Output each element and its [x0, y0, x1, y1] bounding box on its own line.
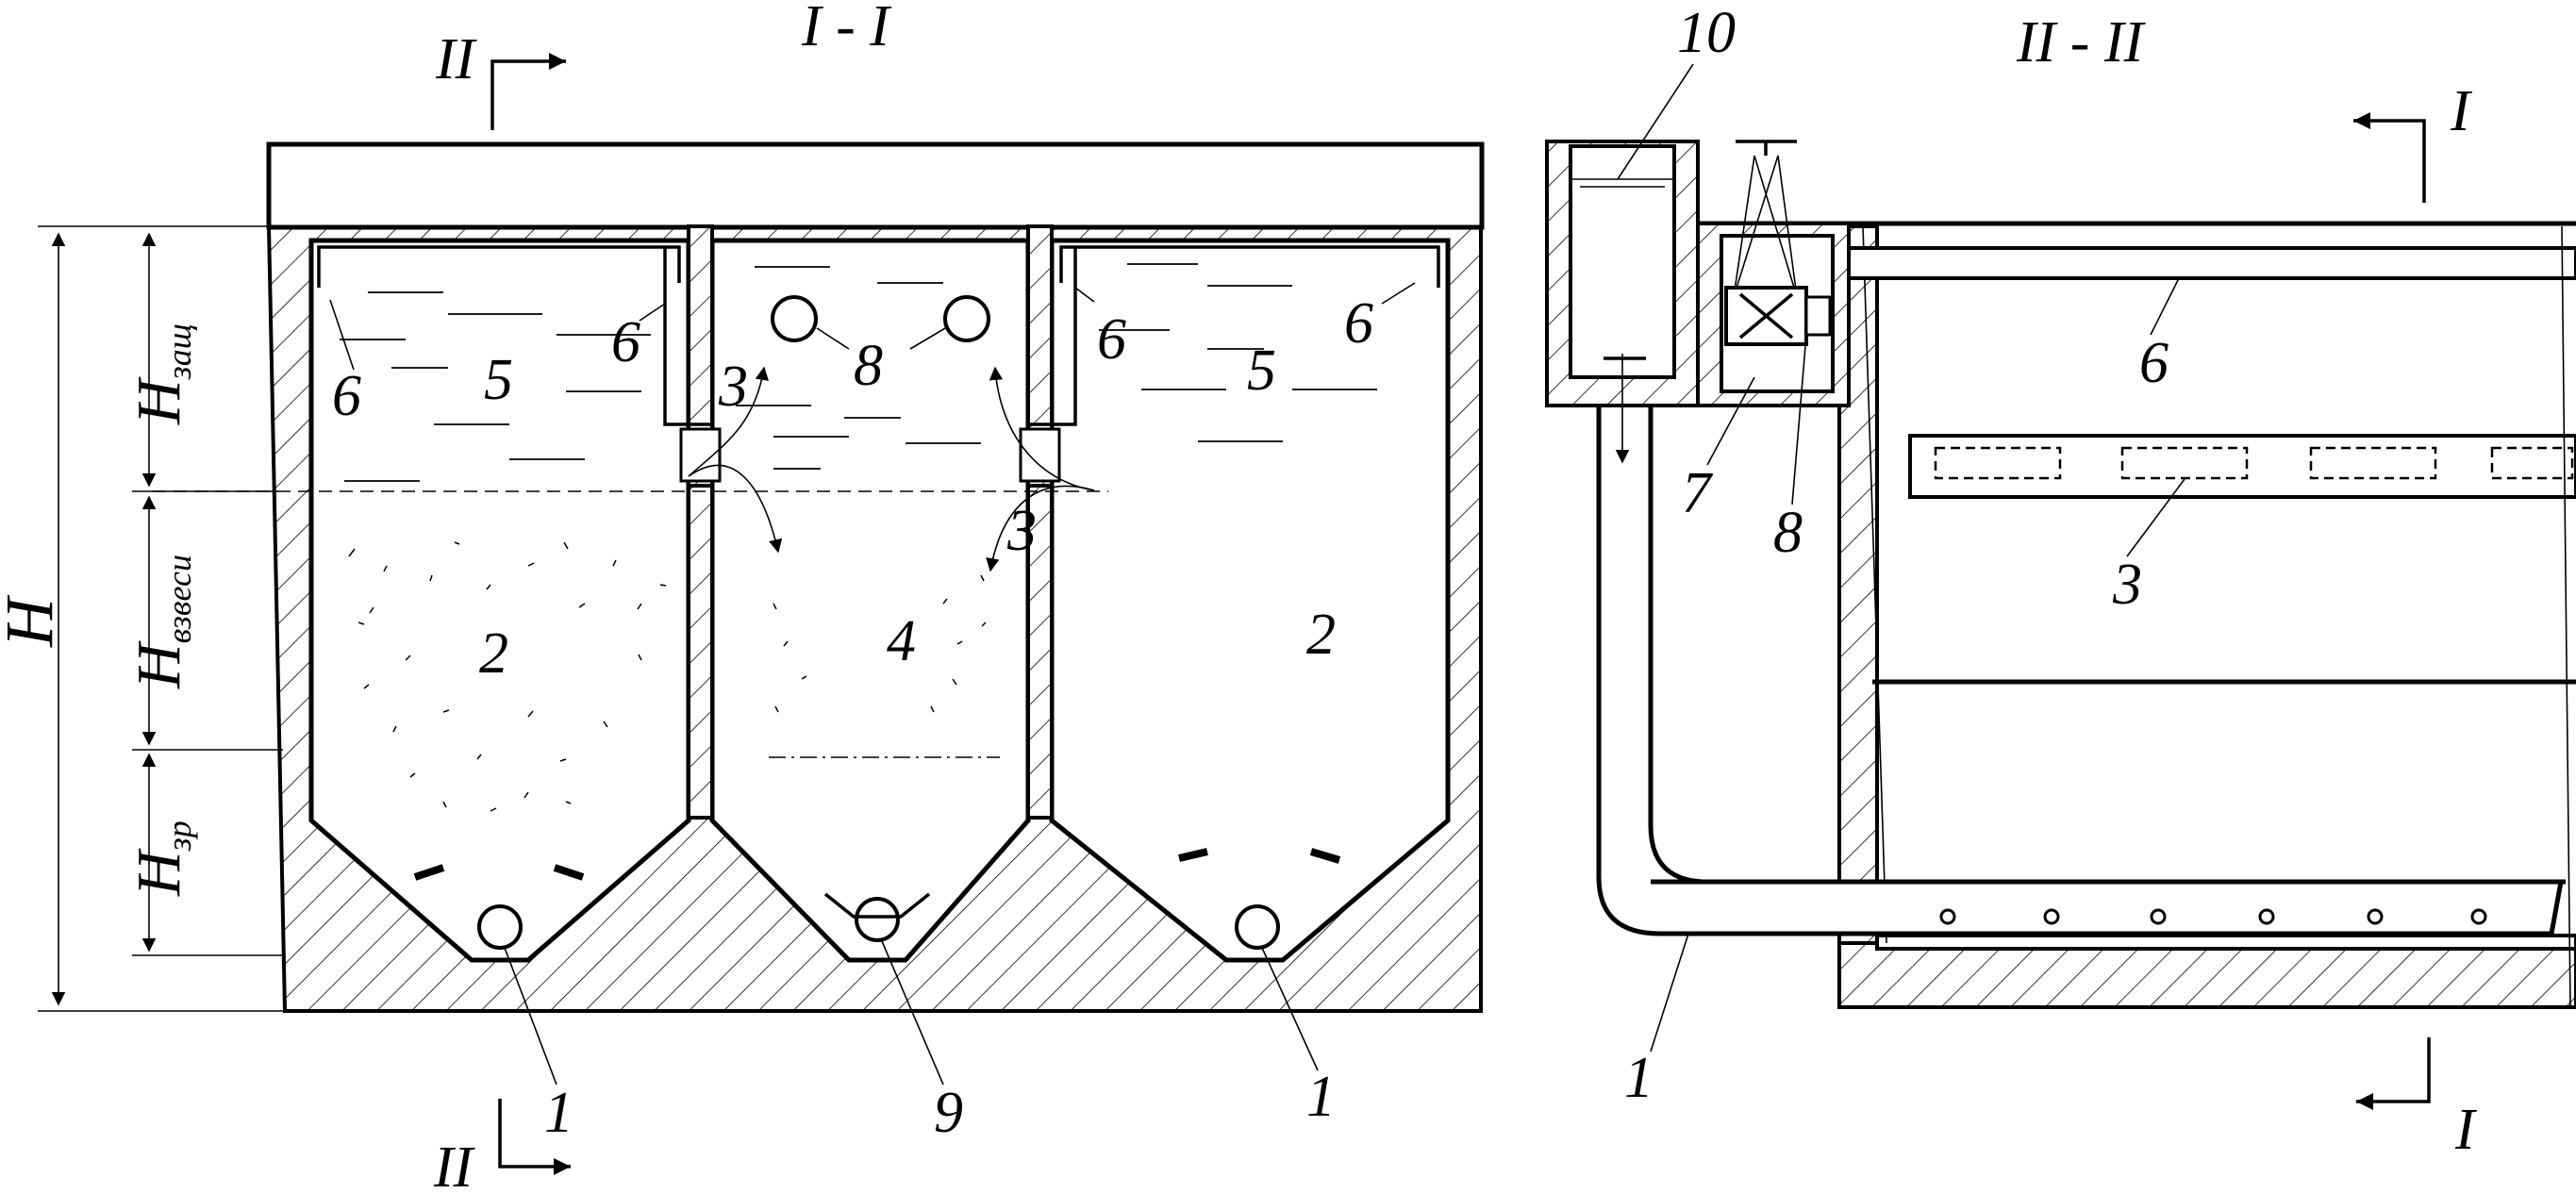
label-1-c: 1 — [1624, 1046, 1654, 1110]
section-i-i-view — [38, 53, 1485, 1175]
section-title-right: II - II — [2016, 10, 2147, 75]
label-8-a: 8 — [854, 334, 883, 398]
collector-trough-left — [317, 245, 681, 288]
label-3-a: 3 — [718, 355, 748, 419]
dimension-lines — [38, 225, 285, 1012]
sludge-pipe-center — [855, 897, 900, 942]
partition-wall-left-lower — [687, 484, 714, 820]
sludge-pipe-right — [1235, 904, 1280, 950]
label-6-b: 6 — [611, 310, 640, 374]
distribution-pipe-b — [943, 295, 990, 342]
section-mark-top-left — [490, 59, 566, 130]
section-mark-top-right — [2353, 119, 2426, 203]
label-3-c: 3 — [2112, 553, 2142, 617]
svg-text:Hвзвеси: Hвзвеси — [125, 555, 198, 689]
window-strip — [1908, 434, 2576, 499]
distribution-pipe-a — [771, 295, 818, 342]
top-cover-slab — [266, 141, 1485, 230]
flow-arrow-down-left — [688, 464, 783, 554]
label-5-a: 5 — [484, 348, 513, 412]
dimension-total-label: H — [0, 594, 67, 648]
section-title-left: I - I — [801, 0, 892, 58]
label-2-a: 2 — [479, 621, 508, 686]
center-sludge-shield — [823, 892, 931, 919]
inner-trough-left — [663, 247, 712, 426]
sludge-pipe-left — [477, 904, 523, 950]
svg-text:H: H — [0, 594, 67, 648]
flush-nozzles — [413, 848, 1341, 881]
label-6-d: 6 — [1344, 291, 1373, 356]
sediment-particles — [348, 541, 987, 812]
valve-8 — [1724, 140, 1832, 346]
label-5-b: 5 — [1247, 339, 1276, 403]
label-8-b: 8 — [1773, 501, 1803, 565]
water-surface-marks — [340, 263, 1377, 482]
label-9: 9 — [934, 1081, 963, 1145]
section-ii-ii-view — [1545, 112, 2576, 1110]
floor-slab — [1837, 941, 2576, 1009]
right-chamber-interior — [1049, 238, 1451, 963]
label-10: 10 — [1677, 1, 1736, 65]
label-3-b: 3 — [1006, 499, 1037, 563]
label-6-c: 6 — [1097, 307, 1126, 372]
collector-trough-long — [1819, 246, 2576, 280]
dimension-reserve-label: Hзр — [125, 820, 198, 897]
section-mark-label-bottom-right: I — [2454, 1098, 2478, 1162]
label-2-b: 2 — [1306, 603, 1336, 667]
dimension-suspension-label: Hвзвеси — [125, 555, 198, 689]
section-mark-bottom-left — [498, 1099, 571, 1168]
svg-text:Hзащ: Hзащ — [125, 323, 198, 425]
collector-trough-right — [1059, 245, 1440, 288]
flow-arrow-up-right — [989, 366, 1095, 491]
partition-wall-right-lower — [1026, 484, 1054, 820]
dimension-protective-label: Hзащ — [125, 323, 198, 425]
window-right — [1019, 427, 1061, 483]
label-6-a: 6 — [332, 364, 361, 428]
flow-arrow-down-right — [986, 485, 1095, 572]
inner-trough-right — [1028, 247, 1077, 426]
label-6-e: 6 — [2139, 331, 2169, 395]
label-1-a: 1 — [544, 1081, 573, 1145]
pipe-holes — [1939, 908, 2487, 925]
chamber-10-interior — [1569, 144, 1676, 379]
label-1-b: 1 — [1306, 1065, 1336, 1129]
section-mark-bottom-right — [2356, 1037, 2431, 1103]
section-mark-label-top-right: I — [2450, 79, 2473, 143]
flow-arrow-up-left — [688, 366, 769, 477]
label-7: 7 — [1682, 461, 1714, 525]
section-mark-label-bottom-left: II — [433, 1135, 476, 1193]
label-4: 4 — [887, 609, 916, 673]
section-mark-label-top-left: II — [435, 27, 478, 91]
svg-text:Hзр: Hзр — [125, 820, 198, 897]
